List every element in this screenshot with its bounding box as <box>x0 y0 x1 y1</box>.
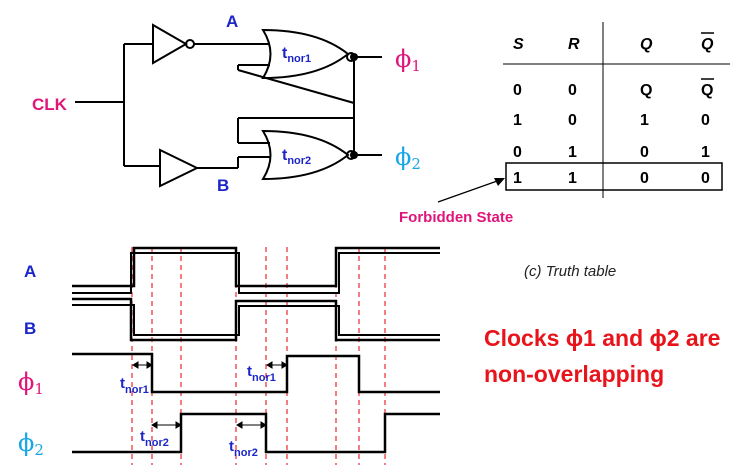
delay-label-4-t: t <box>229 438 234 455</box>
delay-arrow-1-head-r <box>146 361 153 369</box>
node-a-label: A <box>226 12 238 31</box>
wave-label-phi1-symbol: ϕ <box>18 368 34 396</box>
circuit <box>75 23 382 188</box>
phi2-output-label: ϕ2 <box>395 143 421 173</box>
gate1-delay-t: t <box>282 45 288 62</box>
buffer-gate <box>159 148 200 188</box>
wave-label-phi1: ϕ1 <box>18 368 44 398</box>
delay-arrow-3-head-l <box>151 421 158 429</box>
delay-label-1: tnor1 <box>120 375 149 396</box>
tt-r1-c1: 0 <box>568 112 577 129</box>
wave-label-phi1-sub: 1 <box>34 380 44 398</box>
delay-arrow-4-head-r <box>260 421 267 429</box>
forbidden-arrow-line <box>437 179 501 203</box>
delay-label-4: tnor2 <box>229 438 258 459</box>
tt-r3-c2: 0 <box>640 170 649 187</box>
tt-r2-c2: 0 <box>640 144 649 161</box>
phi2-sub: 2 <box>411 155 421 173</box>
delay-arrow-2-head-r <box>281 361 288 369</box>
delay-label-1-t: t <box>120 375 125 392</box>
wave-b-trace-2 <box>72 304 440 336</box>
feedback-phi2-cross <box>237 69 355 104</box>
truth-table: S R Q Q 0 0 Q Q 1 0 1 0 0 1 0 1 1 1 0 0 <box>503 22 730 198</box>
tt-r3-c0: 1 <box>513 170 522 187</box>
timing-diagram: tnor1 tnor1 tnor2 tnor2 A B ϕ1 ϕ2 <box>18 246 440 465</box>
tt-r0-c0: 0 <box>513 82 522 99</box>
tt-r0-c2: Q <box>640 82 652 99</box>
tt-r3-c3: 0 <box>701 170 710 187</box>
statement-line-1: Clocks ϕ1 and ϕ2 are <box>484 325 720 351</box>
delay-label-2-sub: nor1 <box>252 372 276 384</box>
wave-phi2 <box>72 412 440 454</box>
statement-line-2: non-overlapping <box>484 361 664 387</box>
delay-arrow-2-head-l <box>266 361 273 369</box>
tt-r1-c0: 1 <box>513 112 522 129</box>
wave-a-trace-1 <box>72 246 440 288</box>
tt-r1-c3: 0 <box>701 112 710 129</box>
delay-label-2: tnor1 <box>247 363 276 384</box>
wave-a-trace-2 <box>72 252 440 294</box>
wave-label-phi2: ϕ2 <box>18 429 44 459</box>
tt-header-qbar: Q <box>701 36 714 53</box>
gate2-delay-t: t <box>282 147 288 164</box>
tt-r2-c0: 0 <box>513 144 522 161</box>
delay-arrows <box>132 361 288 429</box>
forbidden-state-label: Forbidden State <box>399 209 513 226</box>
delay-label-3: tnor2 <box>140 428 169 449</box>
phi1-sub: 1 <box>411 57 421 75</box>
tt-r0-c1: 0 <box>568 82 577 99</box>
delay-label-1-sub: nor1 <box>125 384 149 396</box>
gate2-delay-sub: nor2 <box>287 155 311 167</box>
tt-r2-c3: 1 <box>701 144 710 161</box>
delay-label-3-sub: nor2 <box>145 437 169 449</box>
tt-header-q: Q <box>640 36 653 53</box>
phi2-symbol: ϕ <box>395 143 411 171</box>
gate1-delay-sub: nor1 <box>287 53 311 65</box>
tt-r3-c1: 1 <box>568 170 577 187</box>
wave-phi1 <box>72 352 440 394</box>
wave-label-a: A <box>24 262 36 281</box>
nor-gate-2 <box>261 129 350 181</box>
delay-label-2-t: t <box>247 363 252 380</box>
nor-gate-1 <box>261 28 350 80</box>
forbidden-arrow-head <box>494 178 505 186</box>
delay-label-3-t: t <box>140 428 145 445</box>
inverter-gate <box>152 23 189 65</box>
delay-arrow-3-head-r <box>175 421 182 429</box>
truth-table-caption: (c) Truth table <box>524 263 616 280</box>
gate1-delay-label: tnor1 <box>282 45 311 65</box>
tt-header-s: S <box>513 36 524 53</box>
delay-arrow-4-head-l <box>236 421 243 429</box>
tt-r1-c2: 1 <box>640 112 649 129</box>
wave-label-phi2-sub: 2 <box>34 441 44 459</box>
wave-label-b: B <box>24 319 36 338</box>
clk-label: CLK <box>32 95 68 114</box>
delay-arrow-1-head-l <box>132 361 139 369</box>
tt-r0-c3: Q <box>701 82 713 99</box>
phi1-symbol: ϕ <box>395 45 411 73</box>
node-b-label: B <box>217 176 229 195</box>
delay-label-4-sub: nor2 <box>234 447 258 459</box>
junction-dot-1 <box>350 53 358 61</box>
junction-dot-2 <box>350 151 358 159</box>
forbidden-row-box <box>505 162 723 191</box>
wave-label-phi2-symbol: ϕ <box>18 429 34 457</box>
tt-header-r: R <box>568 36 580 53</box>
gate2-delay-label: tnor2 <box>282 147 311 167</box>
tt-r2-c1: 1 <box>568 144 577 161</box>
phi1-output-label: ϕ1 <box>395 45 421 75</box>
